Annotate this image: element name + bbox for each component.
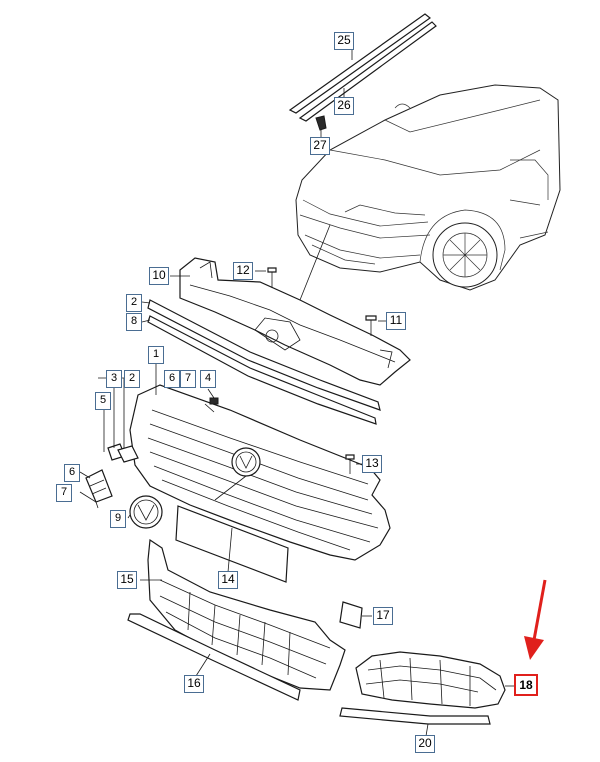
callout-16[interactable]: 16 xyxy=(184,675,204,693)
callout-18-highlighted[interactable]: 18 xyxy=(514,674,538,696)
callout-13[interactable]: 13 xyxy=(362,455,382,473)
callout-3[interactable]: 3 xyxy=(106,370,122,388)
callout-5[interactable]: 5 xyxy=(95,392,111,410)
emblem-part-9 xyxy=(127,495,163,529)
callout-6-lower[interactable]: 6 xyxy=(64,464,80,482)
screw-part-13 xyxy=(345,454,362,474)
callout-17[interactable]: 17 xyxy=(373,607,393,625)
roof-trim-strips xyxy=(288,13,437,122)
callout-9[interactable]: 9 xyxy=(110,510,126,528)
callout-15[interactable]: 15 xyxy=(117,571,137,589)
callout-26[interactable]: 26 xyxy=(334,97,354,115)
car-outline xyxy=(295,84,561,291)
callout-1[interactable]: 1 xyxy=(148,346,164,364)
main-grille-part-1 xyxy=(129,360,391,561)
callout-10[interactable]: 10 xyxy=(149,267,169,285)
leader-car-to-bracket xyxy=(299,224,331,301)
trim-strip-part-16 xyxy=(127,613,301,701)
callout-11[interactable]: 11 xyxy=(386,312,406,330)
lower-grille-part-15 xyxy=(140,538,346,691)
screw-part-12 xyxy=(255,267,277,288)
callout-2-lower[interactable]: 2 xyxy=(124,370,140,388)
callout-12[interactable]: 12 xyxy=(233,262,253,280)
callout-4[interactable]: 4 xyxy=(200,370,216,388)
callout-14[interactable]: 14 xyxy=(218,571,238,589)
clip-part-17 xyxy=(339,601,372,629)
highlight-arrow xyxy=(524,579,547,660)
screw-part-11 xyxy=(365,315,386,336)
side-grille-part-18 xyxy=(355,651,514,709)
plate-bracket-part-14 xyxy=(175,505,289,583)
callout-2-upper[interactable]: 2 xyxy=(126,294,142,312)
callout-6-upper[interactable]: 6 xyxy=(164,370,180,388)
screw-part-4 xyxy=(204,388,219,413)
side-clip-part-6-7 xyxy=(79,469,113,509)
upper-bracket-part-10 xyxy=(170,257,411,386)
trim-strip-part-20 xyxy=(339,707,491,737)
callout-20[interactable]: 20 xyxy=(415,735,435,753)
seal-strips-part-2-8 xyxy=(141,299,381,425)
callout-7-upper[interactable]: 7 xyxy=(180,370,196,388)
clip-part-27 xyxy=(315,115,327,138)
callout-7-lower[interactable]: 7 xyxy=(56,484,72,502)
callout-8[interactable]: 8 xyxy=(126,313,142,331)
callout-27[interactable]: 27 xyxy=(310,137,330,155)
callout-25[interactable]: 25 xyxy=(334,32,354,50)
